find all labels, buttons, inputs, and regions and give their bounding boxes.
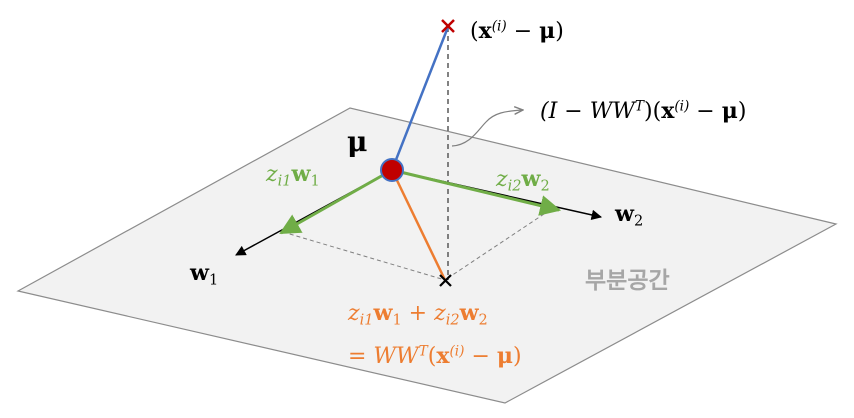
mean-label: μ [347, 125, 368, 158]
z1w1-label-z: z [266, 162, 278, 187]
w1-axis-label: w1 [190, 262, 218, 288]
residual-label: (I − WWT)(x(i) − μ) [540, 100, 746, 123]
projection-label-line1: zi1w1 + zi2w2 [348, 302, 488, 328]
residual-label-vsup: (i) [674, 98, 690, 115]
w1-axis-label-sub: 1 [208, 272, 219, 289]
z1w1-label-sub: i1 [277, 173, 292, 190]
subspace-plane [16, 107, 838, 404]
z2w2-label-z: z [496, 167, 508, 192]
projection-label-line2: = WWT(x(i) − μ) [348, 345, 522, 368]
residual-label-mu: μ [721, 98, 738, 124]
projection-label-mu: μ [496, 343, 513, 369]
projection-label-s2: i2 [445, 312, 460, 329]
residual-label-close: ) [737, 99, 747, 124]
projection-vector-line [390, 169, 447, 281]
data-point-marker [441, 19, 455, 33]
projection-label-eq: = WW [348, 344, 419, 369]
z1w1-label-w: w [291, 161, 311, 187]
z2w2-label: zi2w2 [496, 168, 550, 194]
data-point-label-sup: (i) [491, 18, 507, 35]
parallelogram-edge-w1 [282, 231, 446, 281]
projection-label-w2: w [459, 300, 479, 326]
residual-callout-leader [451, 110, 523, 147]
residual-label-vec: x [661, 98, 675, 124]
subspace-label: 부분공간 [585, 268, 670, 294]
z2w2-vector [391, 168, 562, 216]
projection-label-sup: T [418, 343, 428, 360]
data-point-label: (x(i) − μ) [470, 20, 564, 43]
residual-label-prefix: (I − WW [540, 99, 635, 124]
z1w1-label: zi1w1 [266, 163, 320, 189]
data-point-label-vec: x [478, 18, 492, 44]
mean-point [380, 158, 404, 182]
projection-label-z1: z [348, 301, 360, 326]
projection-label-z2: z [434, 301, 446, 326]
z1w1-vector [279, 168, 393, 235]
projection-label-plus: + [401, 301, 435, 326]
parallelogram-edge-w2 [444, 209, 551, 281]
projection-label-ws1: 1 [392, 312, 402, 329]
projection-label-vsup: (i) [449, 343, 465, 360]
projection-label-w1: w [373, 300, 393, 326]
projected-point-marker [439, 274, 452, 287]
residual-label-sup: T [634, 98, 645, 115]
centered-vector-line [390, 26, 450, 171]
data-point-label-mu: μ [539, 18, 556, 44]
z1w1-label-wsub: 1 [310, 173, 320, 190]
z2w2-label-wsub: 2 [540, 178, 550, 195]
projection-label-s1: i1 [359, 312, 374, 329]
projection-label-vec: x [436, 343, 450, 369]
projection-label-minus: − [464, 344, 497, 369]
data-point-label-close: ) [555, 19, 564, 44]
w2-axis-label-w: w [615, 201, 634, 227]
z2w2-label-w: w [521, 166, 541, 192]
residual-label-mid: )( [644, 99, 662, 124]
z2w2-label-sub: i2 [507, 178, 522, 195]
w2-axis-label-sub: 2 [633, 213, 644, 230]
projection-label-ws2: 2 [478, 312, 488, 329]
w1-axis-label-w: w [190, 260, 209, 286]
data-point-label-minus: − [506, 19, 540, 44]
projection-label-open: ( [427, 344, 437, 369]
data-point-label-open: ( [470, 19, 479, 44]
projection-label-close: ) [513, 344, 522, 369]
w2-axis-label: w2 [615, 203, 643, 229]
residual-label-minus: − [689, 99, 722, 124]
